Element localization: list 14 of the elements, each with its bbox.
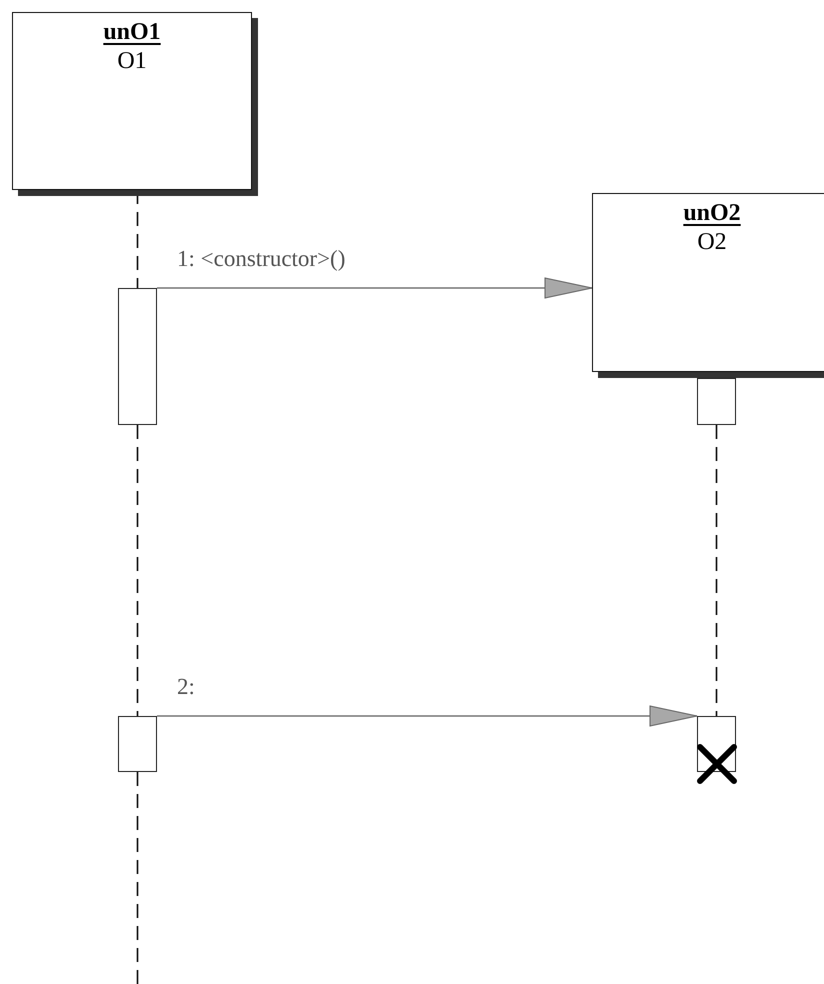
lifeline — [716, 425, 718, 716]
activation-bar — [697, 378, 736, 425]
object-name: unO1 — [103, 18, 161, 47]
activation-bar — [118, 288, 157, 425]
lifeline — [136, 772, 138, 984]
class-name: O2 — [697, 229, 727, 255]
class-name: O1 — [117, 48, 147, 74]
object-name: unO2 — [683, 199, 741, 228]
lifeline — [136, 425, 138, 716]
edge-label: 1: <constructor>() — [177, 246, 346, 272]
message-arrow — [157, 706, 698, 726]
edge-label: 2: — [177, 674, 195, 700]
activation-bar — [118, 716, 157, 772]
message-arrow — [157, 278, 592, 298]
